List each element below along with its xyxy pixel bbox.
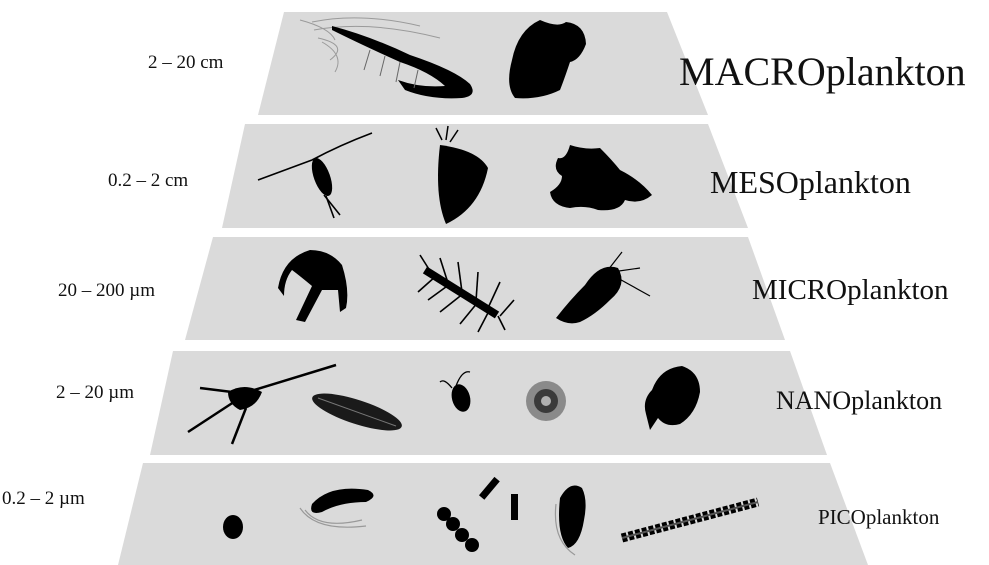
size-range-macro: 2 – 20 cm (148, 52, 223, 74)
coccus-icon (223, 515, 243, 539)
band-micro (185, 237, 785, 340)
band-macro (258, 12, 708, 115)
size-range-micro: 20 – 200 µm (58, 280, 155, 302)
class-label-nano: NANOplankton (776, 386, 942, 416)
band-pico (118, 463, 868, 565)
class-label-pico: PICOplankton (818, 505, 939, 530)
class-label-meso: MESOplankton (710, 164, 911, 201)
class-label-macro: MACROplankton (679, 48, 966, 95)
size-range-pico: 0.2 – 2 µm (2, 488, 85, 510)
size-range-meso: 0.2 – 2 cm (108, 170, 188, 192)
size-range-nano: 2 – 20 µm (56, 382, 134, 404)
coccolithophore-icon (526, 381, 566, 421)
class-label-micro: MICROplankton (752, 274, 949, 307)
